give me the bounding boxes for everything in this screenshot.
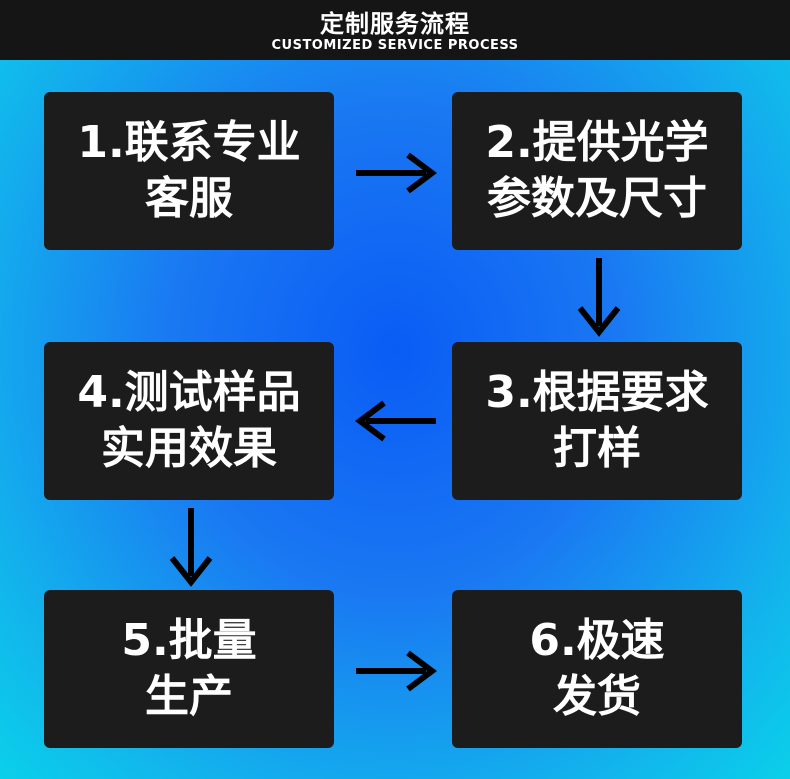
step-5-label-line2: 生产 (145, 671, 233, 722)
arrow-right-icon (356, 152, 437, 194)
page-subtitle: CUSTOMIZED SERVICE PROCESS (271, 38, 519, 53)
step-2-label: 2.提供光学 (485, 117, 709, 168)
step-6-label: 6.极速 (529, 615, 665, 666)
step-3-label-line2: 打样 (553, 423, 641, 474)
step-4-label: 4.测试样品 (77, 367, 301, 418)
step-6-label-line2: 发货 (553, 671, 641, 722)
step-3-label: 3.根据要求 (485, 367, 709, 418)
header-bar: 定制服务流程 CUSTOMIZED SERVICE PROCESS (0, 0, 790, 60)
page-title: 定制服务流程 (320, 10, 470, 38)
step-4-box: 4.测试样品 实用效果 (44, 342, 334, 500)
arrow-right-icon (356, 650, 437, 692)
arrow-down-icon (577, 258, 621, 337)
arrow-left-icon (355, 400, 436, 442)
step-1-label-line2: 客服 (145, 173, 233, 224)
arrow-down-icon (169, 508, 213, 587)
step-5-label: 5.批量 (121, 615, 257, 666)
step-6-box: 6.极速 发货 (452, 590, 742, 748)
step-1-box: 1.联系专业 客服 (44, 92, 334, 250)
step-3-box: 3.根据要求 打样 (452, 342, 742, 500)
step-4-label-line2: 实用效果 (101, 423, 277, 474)
step-2-box: 2.提供光学 参数及尺寸 (452, 92, 742, 250)
step-2-label-line2: 参数及尺寸 (487, 173, 707, 224)
step-5-box: 5.批量 生产 (44, 590, 334, 748)
step-1-label: 1.联系专业 (77, 117, 301, 168)
